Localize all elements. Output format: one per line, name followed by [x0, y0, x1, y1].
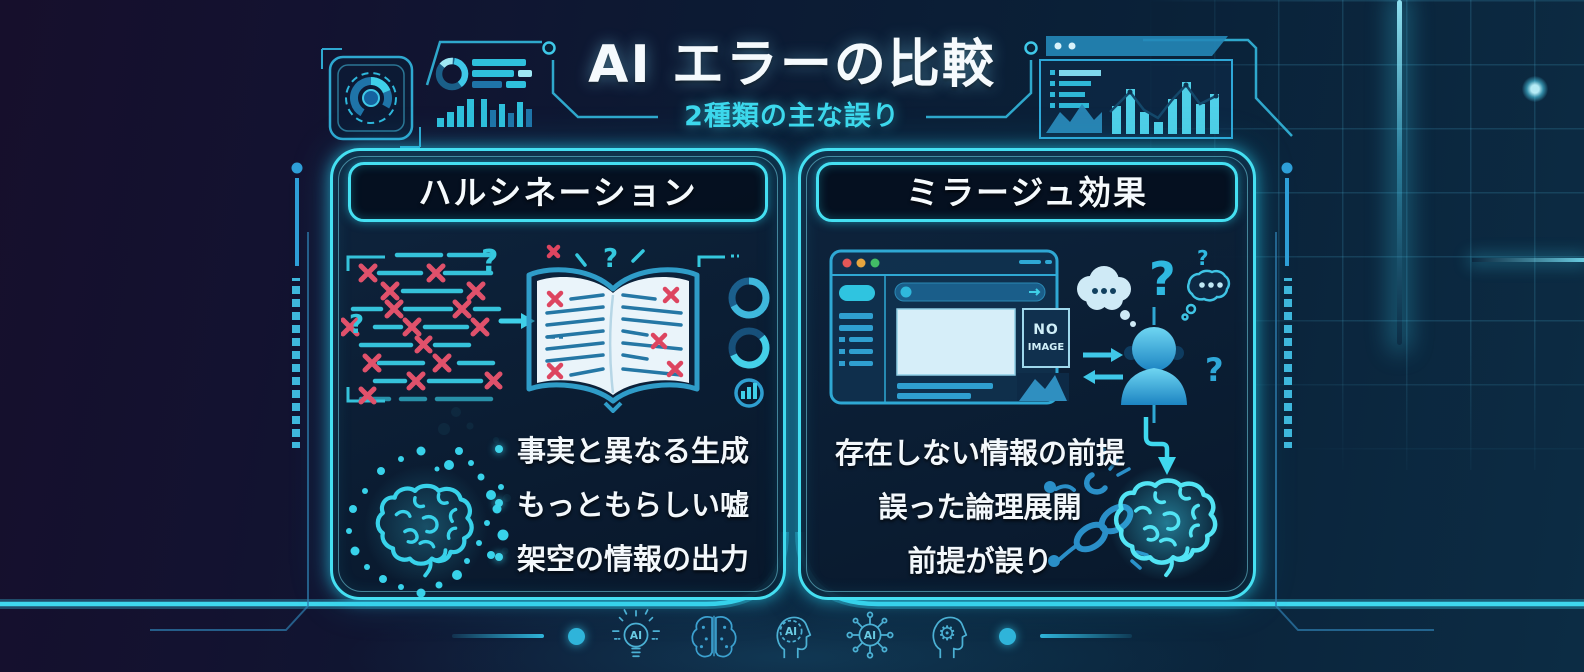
question-mark: ? — [1149, 252, 1176, 306]
bullet-text: 存在しない情報の前提 — [834, 436, 1125, 470]
ai-head-icon: AI — [776, 616, 812, 659]
question-mark: ? — [603, 244, 618, 274]
panel-mirage-title: ミラージュ効果 — [816, 162, 1238, 222]
strip-line-left — [452, 634, 544, 638]
bullet-dot — [495, 445, 503, 453]
image-thumbnail-icon — [1019, 375, 1067, 401]
bottom-icon-strip: AI AI — [0, 604, 1584, 668]
question-mark: ? — [1197, 246, 1209, 270]
gear-head-icon: ⚙ — [932, 616, 968, 659]
hallucination-bullet-list: 事実と異なる生成 もっともらしい嘘 架空の情報の出力 — [495, 429, 787, 591]
panel-hallucination: ハルシネーション — [330, 148, 786, 600]
bullet-text: 誤った論理展開 — [878, 490, 1082, 524]
ai-label: AI — [785, 626, 797, 638]
page-title: AI エラーの比較 — [588, 35, 996, 95]
mirage-bullet-list: 存在しない情報の前提 誤った論理展開 前提が誤り — [815, 431, 1145, 593]
bullet-item: もっともらしい嘘 — [495, 483, 787, 523]
bullet-dot — [495, 499, 503, 507]
error-x-marks — [341, 263, 503, 405]
bullet-item: 前提が誤り — [815, 539, 1145, 579]
bullet-item: 存在しない情報の前提 — [815, 431, 1145, 471]
strip-line-right — [1040, 634, 1132, 638]
bullet-item: 架空の情報の出力 — [495, 537, 787, 577]
bullet-text: 事実と異なる生成 — [517, 434, 750, 468]
glow-dot — [1522, 76, 1548, 102]
no-image-text-line1: NO — [1033, 322, 1059, 338]
left-edge-circuit — [150, 162, 309, 631]
glow-horizontal-streak — [1472, 258, 1584, 262]
bullet-item: 事実と異なる生成 — [495, 429, 787, 469]
thought-bubble-left — [1077, 266, 1136, 327]
ring-charts-icon — [728, 277, 770, 408]
browser-window-icon: NO IMAGE — [829, 249, 1070, 405]
strip-dot-right — [999, 627, 1016, 645]
corrupted-text-block: ? ? — [341, 244, 503, 405]
panel-hallucination-title: ハルシネーション — [348, 162, 768, 222]
ai-label: AI — [630, 630, 642, 642]
question-mark: ? — [349, 310, 364, 340]
exchange-arrows-icon — [1083, 348, 1123, 384]
open-book-icon: ? — [526, 244, 739, 413]
book-error-x-marks — [546, 244, 684, 380]
browser-dot-green — [870, 258, 880, 268]
no-image-box: NO IMAGE — [1022, 308, 1070, 368]
question-mark: ? — [1205, 351, 1224, 389]
mirage-scene: NO IMAGE — [829, 246, 1231, 423]
ai-lightbulb-icon: AI — [611, 609, 661, 658]
bullet-dot — [495, 553, 503, 561]
panel-mirage: ミラージュ効果 — [798, 148, 1256, 600]
bullet-text: もっともらしい嘘 — [517, 488, 750, 522]
question-mark: ? — [481, 244, 498, 279]
hallucination-scene: ? ? — [341, 244, 770, 413]
glow-vertical-line — [1397, 0, 1402, 345]
bullet-item: 誤った論理展開 — [815, 485, 1145, 525]
gear-icon: ⚙ — [938, 621, 956, 645]
search-icon — [900, 286, 912, 298]
confused-person-icon: ? ? ? — [1077, 246, 1231, 423]
browser-dot-red — [842, 258, 852, 268]
brain-icon — [691, 615, 737, 658]
bullet-text: 架空の情報の出力 — [517, 542, 750, 576]
bullet-text: 前提が誤り — [907, 544, 1053, 578]
browser-dot-yellow — [856, 258, 866, 268]
page-subtitle: 2種類の主な誤り — [684, 101, 900, 132]
strip-dot-left — [568, 627, 585, 645]
thought-bubble-right — [1181, 269, 1231, 321]
ai-label: AI — [864, 630, 876, 642]
no-image-text-line2: IMAGE — [1028, 342, 1065, 353]
ai-network-icon: AI — [846, 611, 894, 659]
